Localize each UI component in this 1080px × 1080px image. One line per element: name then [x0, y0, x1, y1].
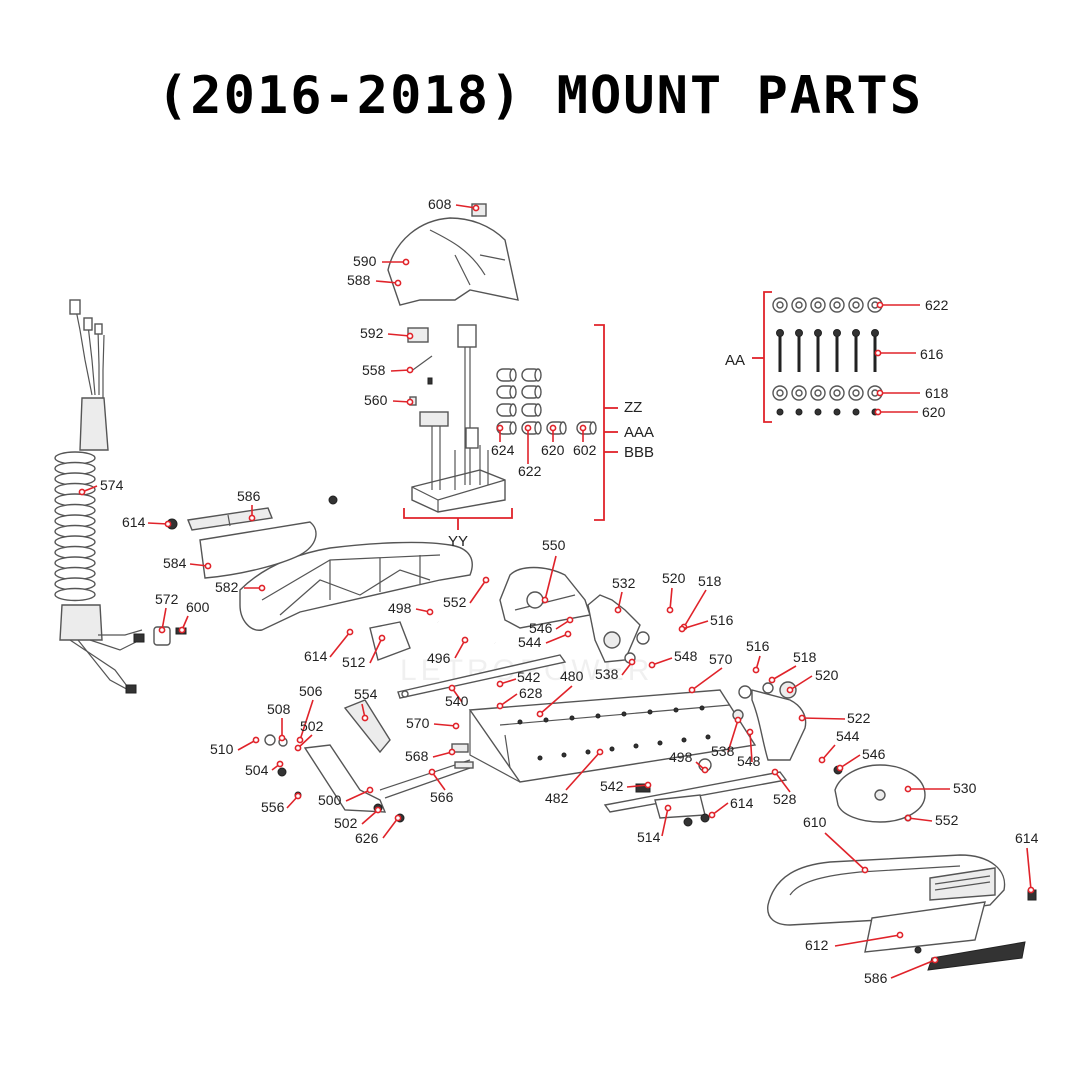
group-brackets: [403, 291, 772, 530]
part-label-568: 568: [405, 748, 429, 764]
part-label-624: 624: [491, 442, 515, 458]
part-label-574: 574: [100, 477, 124, 493]
part-label-506: 506: [299, 683, 323, 699]
group-label-bbb: BBB: [624, 444, 654, 461]
part-label-544: 544: [836, 728, 860, 744]
part-label-482: 482: [545, 790, 569, 806]
part-label-516: 516: [746, 638, 770, 654]
part-label-514: 514: [637, 829, 661, 845]
part-label-608: 608: [428, 196, 452, 212]
part-label-520: 520: [662, 570, 686, 586]
part-label-518: 518: [698, 573, 722, 589]
part-label-610: 610: [803, 814, 827, 830]
part-label-622: 622: [518, 463, 542, 479]
part-label-548: 548: [737, 753, 761, 769]
part-label-548: 548: [674, 648, 698, 664]
part-label-544: 544: [518, 634, 542, 650]
part-label-586: 586: [864, 970, 888, 986]
part-label-512: 512: [342, 654, 366, 670]
spacer-cylinders-illustration: [496, 368, 597, 435]
part-label-554: 554: [354, 686, 378, 702]
lower-arm-illustration: [603, 758, 788, 827]
part-label-498: 498: [669, 749, 693, 765]
part-label-592: 592: [360, 325, 384, 341]
group-label-aaa: AAA: [624, 424, 654, 441]
part-label-502: 502: [334, 815, 358, 831]
coiled-cable-illustration: [54, 299, 145, 694]
part-label-518: 518: [793, 649, 817, 665]
large-cover-illustration: [767, 854, 1037, 971]
part-label-550: 550: [542, 537, 566, 553]
part-label-618: 618: [925, 385, 949, 401]
part-label-600: 600: [186, 599, 210, 615]
group-label-zz: ZZ: [624, 399, 642, 416]
part-label-586: 586: [237, 488, 261, 504]
part-label-546: 546: [862, 746, 886, 762]
part-label-510: 510: [210, 741, 234, 757]
part-label-622: 622: [925, 297, 949, 313]
part-label-614: 614: [304, 648, 328, 664]
page-title: (2016-2018) MOUNT PARTS: [156, 66, 924, 126]
side-cover-illustration: [833, 764, 926, 823]
part-label-532: 532: [612, 575, 636, 591]
part-label-546: 546: [529, 620, 553, 636]
leader-lines: [78, 204, 1035, 979]
group-label-yy: YY: [448, 533, 468, 550]
part-label-620: 620: [922, 404, 946, 420]
part-label-552: 552: [443, 594, 467, 610]
part-label-502: 502: [300, 718, 324, 734]
part-label-542: 542: [600, 778, 624, 794]
part-label-570: 570: [406, 715, 430, 731]
part-label-590: 590: [353, 253, 377, 269]
part-label-520: 520: [815, 667, 839, 683]
control-board-illustration: [407, 324, 506, 513]
side-plate-illustration: [153, 495, 473, 646]
part-label-614: 614: [730, 795, 754, 811]
part-label-530: 530: [953, 780, 977, 796]
part-label-628: 628: [519, 685, 543, 701]
part-label-572: 572: [155, 591, 179, 607]
part-label-602: 602: [573, 442, 597, 458]
part-label-496: 496: [427, 650, 451, 666]
part-label-538: 538: [711, 743, 735, 759]
part-label-620: 620: [541, 442, 565, 458]
part-label-616: 616: [920, 346, 944, 362]
bracket-assembly-illustration: [499, 566, 650, 664]
part-label-540: 540: [445, 693, 469, 709]
part-label-566: 566: [430, 789, 454, 805]
lower-left-parts-illustration: [264, 699, 474, 823]
part-label-570: 570: [709, 651, 733, 667]
part-label-626: 626: [355, 830, 379, 846]
part-label-552: 552: [935, 812, 959, 828]
part-label-504: 504: [245, 762, 269, 778]
top-cover-illustration: [387, 203, 519, 306]
part-label-516: 516: [710, 612, 734, 628]
part-label-522: 522: [847, 710, 871, 726]
part-label-538: 538: [595, 666, 619, 682]
part-label-614: 614: [122, 514, 146, 530]
rods-illustration: [369, 620, 567, 699]
part-label-612: 612: [805, 937, 829, 953]
part-label-508: 508: [267, 701, 291, 717]
part-label-556: 556: [261, 799, 285, 815]
part-label-588: 588: [347, 272, 371, 288]
part-label-500: 500: [318, 792, 342, 808]
part-label-582: 582: [215, 579, 239, 595]
part-label-528: 528: [773, 791, 797, 807]
part-label-584: 584: [163, 555, 187, 571]
right-arm-illustration: [732, 681, 807, 761]
part-label-560: 560: [364, 392, 388, 408]
hardware-kit-aa-illustration: [772, 297, 883, 416]
group-label-aa: AA: [725, 352, 745, 369]
part-label-542: 542: [517, 669, 541, 685]
part-label-480: 480: [560, 668, 584, 684]
part-label-614: 614: [1015, 830, 1039, 846]
base-frame-illustration: [468, 689, 757, 783]
part-label-498: 498: [388, 600, 412, 616]
part-label-558: 558: [362, 362, 386, 378]
